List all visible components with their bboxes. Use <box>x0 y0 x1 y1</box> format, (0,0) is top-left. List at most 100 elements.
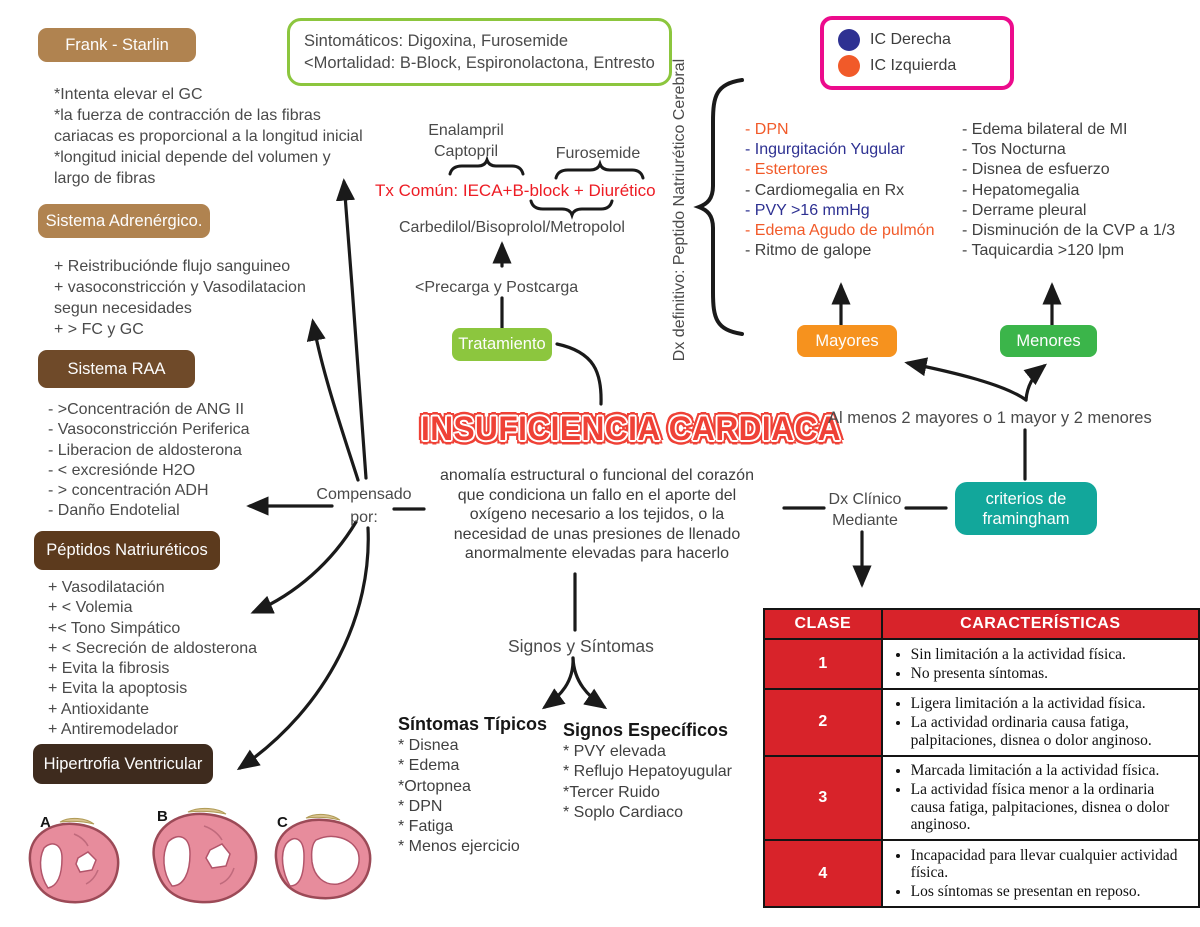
tx-comun-text: Tx Común: IECA+B-block + Diurético <box>375 181 656 200</box>
sistema-adrenergico-notes: + Reistribuciónde flujo sanguineo + vaso… <box>54 256 306 340</box>
clase-header: CLASE <box>763 608 883 640</box>
arrow-note-menores <box>1023 363 1047 402</box>
menores-item: - Disminución de la CVP a 1/3 <box>962 222 1176 240</box>
note-line: + Reistribuciónde flujo sanguineo <box>54 258 291 275</box>
mayores-item: - Edema Agudo de pulmón <box>745 222 935 240</box>
dx-definitivo-vertical-label: Dx definitivo: Peptido Natriurético Cere… <box>671 58 688 362</box>
peptidos-natriureticos-notes: + Vasodilatación + < Volemia +< Tono Sim… <box>48 578 257 740</box>
ic-derecha-dot-icon <box>838 29 860 51</box>
framingham-line: framingham <box>982 509 1070 528</box>
signos-especificos-title: Signos Específicos <box>563 720 729 740</box>
menores-criteria-list: - Edema bilateral de MI - Tos Nocturna -… <box>962 120 1175 261</box>
table-bullet: Incapacidad para llevar cualquier activi… <box>911 847 1190 882</box>
beta-blockers-text: Carbedilol/Bisoprolol/Metropolol <box>399 219 625 236</box>
sintomas-tipicos-list: Síntomas Típicos * Disnea * Edema *Ortop… <box>398 714 547 857</box>
mayores-item: - Cardiomegalia en Rx <box>745 181 905 199</box>
menores-item: - Tos Nocturna <box>962 141 1066 159</box>
dx-clinico-line: Mediante <box>832 512 898 529</box>
drug-furosemide: Furosemide <box>555 145 641 162</box>
hipertrofia-ventricular-box: Hipertrofia Ventricular <box>33 744 213 784</box>
note-line: cariacas es proporcional a la longitud i… <box>54 128 363 145</box>
hipertrofia-ventricular-label: Hipertrofia Ventricular <box>43 754 203 773</box>
table-row: 3 Marcada limitación a la actividad físi… <box>763 754 1200 841</box>
dx-clinico-label: Dx Clínico Mediante <box>826 489 904 531</box>
caracteristicas-cell: Marcada limitación a la actividad física… <box>880 754 1200 841</box>
sintomaticos-note-box: Sintomáticos: Digoxina, Furosemide <Mort… <box>287 18 672 86</box>
menores-item: - Hepatomegalia <box>962 181 1080 199</box>
note-line: - > concentración ADH <box>48 482 209 500</box>
arrow-hub-peptidos <box>250 520 358 614</box>
table-bullet: No presenta síntomas. <box>911 665 1190 683</box>
mayores-criteria-list: - DPN - Ingurgitación Yugular - Estertor… <box>745 120 934 261</box>
dx-clinico-line: Dx Clínico <box>828 491 902 508</box>
heart-c <box>274 813 372 900</box>
sintomas-tipicos-title: Síntomas Típicos <box>398 714 548 734</box>
note-line: - < excresiónde H2O <box>48 461 196 479</box>
heart-b <box>152 807 258 904</box>
table-header-row: CLASE CARACTERÍSTICAS <box>763 608 1200 640</box>
arrow-note-mayores <box>904 357 1028 402</box>
note-line: + vasoconstricción y Vasodilatacion <box>54 279 306 296</box>
list-item: *Tercer Ruido <box>563 783 660 801</box>
table-bullet: Sin limitación a la actividad física. <box>911 646 1190 664</box>
criteria-note-text: Al menos 2 mayores o 1 mayor y 2 menores <box>828 409 1152 427</box>
frank-starlin-notes: *Intenta elevar el GC *la fuerza de cont… <box>54 84 363 189</box>
note-line: segun necesidades <box>54 300 192 317</box>
sistema-adrenergico-box: Sistema Adrenérgico. <box>38 204 210 238</box>
compensado-por-label: Compensado por: <box>312 483 416 529</box>
table-row: 4 Incapacidad para llevar cualquier acti… <box>763 839 1200 908</box>
menores-item: - Derrame pleural <box>962 201 1087 219</box>
tratamiento-box: Tratamiento <box>452 328 552 361</box>
clase-cell: 2 <box>763 687 883 757</box>
note-line: *la fuerza de contracción de las fibras <box>54 107 321 124</box>
clase-cell: 1 <box>763 638 883 690</box>
legend-label: IC Derecha <box>870 31 951 48</box>
drug-enalampril: Enalampril <box>428 122 504 139</box>
menores-item: - Taquicardia >120 lpm <box>962 242 1125 260</box>
list-item: * Fatiga <box>398 818 454 836</box>
table-bullet: Los síntomas se presentan en reposo. <box>911 883 1190 901</box>
definition-text: anomalía estructural o funcional del cor… <box>440 467 754 562</box>
heart-cross-sections-image <box>28 807 372 904</box>
arrow-hub-adrenergico <box>306 318 360 482</box>
note-line: *longitud inicial depende del volumen y <box>54 149 331 166</box>
list-item: *Ortopnea <box>398 777 471 795</box>
legend-row-izquierda: IC Izquierda <box>838 53 996 79</box>
list-item: * Reflujo Hepatoyugular <box>563 763 732 781</box>
brace-group <box>448 155 645 220</box>
signos-especificos-list: Signos Específicos * PVY elevada * Reflu… <box>563 720 732 823</box>
sintomaticos-line: Sintomáticos: Digoxina, Furosemide <box>304 32 569 50</box>
table-bullet: La actividad física menor a la ordinaria… <box>911 781 1190 834</box>
page-title: INSUFICIENCIA CARDIACA <box>420 410 842 448</box>
arrow-hub-hipertrofia <box>236 526 370 771</box>
brace-bblock <box>529 199 614 220</box>
precarga-text: <Precarga y Postcarga <box>415 279 579 296</box>
ic-legend-box: IC Derecha IC Izquierda <box>820 16 1014 90</box>
clase-cell: 3 <box>763 754 883 841</box>
list-item: * Menos ejercicio <box>398 838 520 856</box>
note-line: - Liberacion de aldosterona <box>48 441 242 459</box>
note-line: + Vasodilatación <box>48 579 165 596</box>
mortalidad-line: <Mortalidad: B-Block, Espironolactona, E… <box>304 54 655 72</box>
compensado-line: por: <box>350 509 378 526</box>
heart-label-a: A <box>40 814 51 831</box>
list-item: * Disnea <box>398 737 459 755</box>
note-line: + > FC y GC <box>54 321 144 338</box>
sistema-raa-label: Sistema RAA <box>67 359 166 378</box>
mayores-item: - DPN <box>745 121 789 138</box>
caracteristicas-cell: Sin limitación a la actividad física. No… <box>880 638 1200 690</box>
curve-tratamiento-title <box>555 342 603 406</box>
peptidos-natriureticos-box: Péptidos Natriuréticos <box>34 531 220 570</box>
frank-starlin-label: Frank - Starlin <box>65 35 169 54</box>
note-line: - Danño Endotelial <box>48 502 180 520</box>
menores-item: - Edema bilateral de MI <box>962 121 1128 138</box>
list-item: * DPN <box>398 797 443 815</box>
tratamiento-label: Tratamiento <box>458 335 546 354</box>
arrow-hub-frank <box>335 178 368 480</box>
note-line: + Evita la fibrosis <box>48 660 170 678</box>
table-row: 2 Ligera limitación a la actividad físic… <box>763 687 1200 757</box>
sistema-adrenergico-label: Sistema Adrenérgico. <box>45 211 203 230</box>
mayores-label: Mayores <box>815 331 879 350</box>
brace-diuretico <box>554 159 645 180</box>
